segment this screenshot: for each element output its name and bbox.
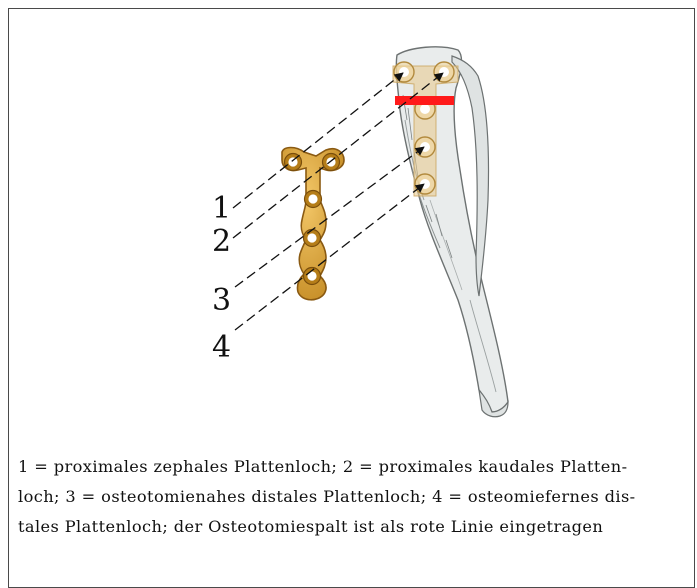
arrow-hole-4 (235, 184, 424, 330)
figure-caption: 1 = proximales zephales Plattenloch; 2 =… (18, 452, 690, 542)
label-1: 1 (212, 191, 231, 226)
caption-line-1: 1 = proximales zephales Plattenloch; 2 =… (18, 452, 690, 482)
caption-line-3: tales Plattenloch; der Osteotomiespalt i… (18, 512, 690, 542)
t-plate (282, 148, 344, 300)
caption-line-2: loch; 3 = osteotomienahes distales Platt… (18, 482, 690, 512)
label-4: 4 (212, 330, 231, 365)
label-2: 2 (212, 224, 231, 259)
label-3: 3 (212, 283, 231, 318)
